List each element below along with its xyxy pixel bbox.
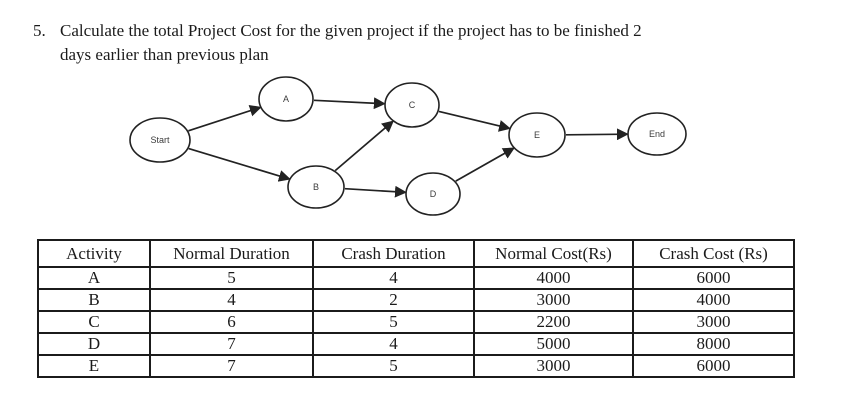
question-text: Calculate the total Project Cost for the… (60, 19, 823, 66)
diagram-node-d: D (405, 172, 461, 216)
edge-e-end (565, 128, 629, 141)
col-header-crash-duration: Crash Duration (312, 239, 475, 268)
cell-activity: B (37, 288, 151, 312)
cell-normal-duration: 4 (149, 288, 314, 312)
node-ellipse-b (287, 165, 345, 209)
cell-crash-duration: 5 (312, 310, 475, 334)
cell-activity: C (37, 310, 151, 334)
cell-activity: E (37, 354, 151, 378)
cell-normal-duration: 5 (149, 266, 314, 290)
col-header-activity: Activity (37, 239, 151, 268)
cell-crash-cost: 3000 (632, 310, 795, 334)
question-text-line-2: days earlier than previous plan (60, 44, 269, 64)
node-label-d: D (430, 189, 437, 199)
cell-normal-duration: 7 (149, 354, 314, 378)
question: 5. Calculate the total Project Cost for … (33, 19, 823, 66)
edge-a-c (313, 97, 386, 110)
col-header-crash-cost: Crash Cost (Rs) (632, 239, 795, 268)
node-ellipse-end (627, 112, 687, 156)
node-ellipse-c (384, 82, 440, 128)
col-header-normal-cost: Normal Cost(Rs) (473, 239, 634, 268)
cell-crash-cost: 8000 (632, 332, 795, 356)
cell-crash-cost: 6000 (632, 266, 795, 290)
node-ellipse-d (405, 172, 461, 216)
diagram-node-c: C (384, 82, 440, 128)
cell-crash-duration: 2 (312, 288, 475, 312)
diagram-edges (188, 97, 629, 198)
node-label-end: End (649, 129, 665, 139)
table-row-d: D 7 4 5000 8000 (37, 332, 795, 356)
table-row-b: B 4 2 3000 4000 (37, 288, 795, 312)
cell-normal-cost: 5000 (473, 332, 634, 356)
table-row-c: C 6 5 2200 3000 (37, 310, 795, 334)
edge-d-e (455, 147, 515, 182)
diagram-node-start: Start (129, 117, 191, 163)
question-text-line-1: Calculate the total Project Cost for the… (60, 21, 642, 40)
cell-normal-cost: 3000 (473, 354, 634, 378)
table-header-row: Activity Normal Duration Crash Duration … (37, 239, 795, 268)
cell-normal-cost: 2200 (473, 310, 634, 334)
node-ellipse-e (508, 112, 566, 158)
node-label-b: B (313, 182, 319, 192)
node-label-a: A (283, 94, 289, 104)
cell-normal-cost: 3000 (473, 288, 634, 312)
edge-b-c (334, 120, 394, 172)
project-network-diagram: Start A B C D E End (129, 76, 687, 216)
col-header-normal-duration: Normal Duration (149, 239, 314, 268)
cell-crash-cost: 4000 (632, 288, 795, 312)
cell-normal-duration: 6 (149, 310, 314, 334)
diagram-node-b: B (287, 165, 345, 209)
edge-start-b (188, 147, 291, 182)
cell-crash-cost: 6000 (632, 354, 795, 378)
cell-activity: D (37, 332, 151, 356)
question-number: 5. (33, 21, 46, 40)
node-label-c: C (409, 100, 416, 110)
activity-cost-table: Activity Normal Duration Crash Duration … (37, 239, 795, 378)
node-label-start: Start (150, 135, 170, 145)
node-label-e: E (534, 130, 540, 140)
diagram-node-e: E (508, 112, 566, 158)
cell-crash-duration: 4 (312, 332, 475, 356)
cell-crash-duration: 4 (312, 266, 475, 290)
edge-b-d (344, 185, 407, 198)
table-row-a: A 5 4 4000 6000 (37, 266, 795, 290)
node-ellipse-a (258, 76, 314, 122)
cell-crash-duration: 5 (312, 354, 475, 378)
cell-activity: A (37, 266, 151, 290)
edge-start-a (188, 104, 262, 132)
edge-c-e (438, 110, 511, 132)
cell-normal-duration: 7 (149, 332, 314, 356)
cell-normal-cost: 4000 (473, 266, 634, 290)
node-ellipse-start (129, 117, 191, 163)
diagram-node-end: End (627, 112, 687, 156)
diagram-node-a: A (258, 76, 314, 122)
table-row-e: E 7 5 3000 6000 (37, 354, 795, 378)
diagram-nodes: Start A B C D E End (129, 76, 687, 216)
